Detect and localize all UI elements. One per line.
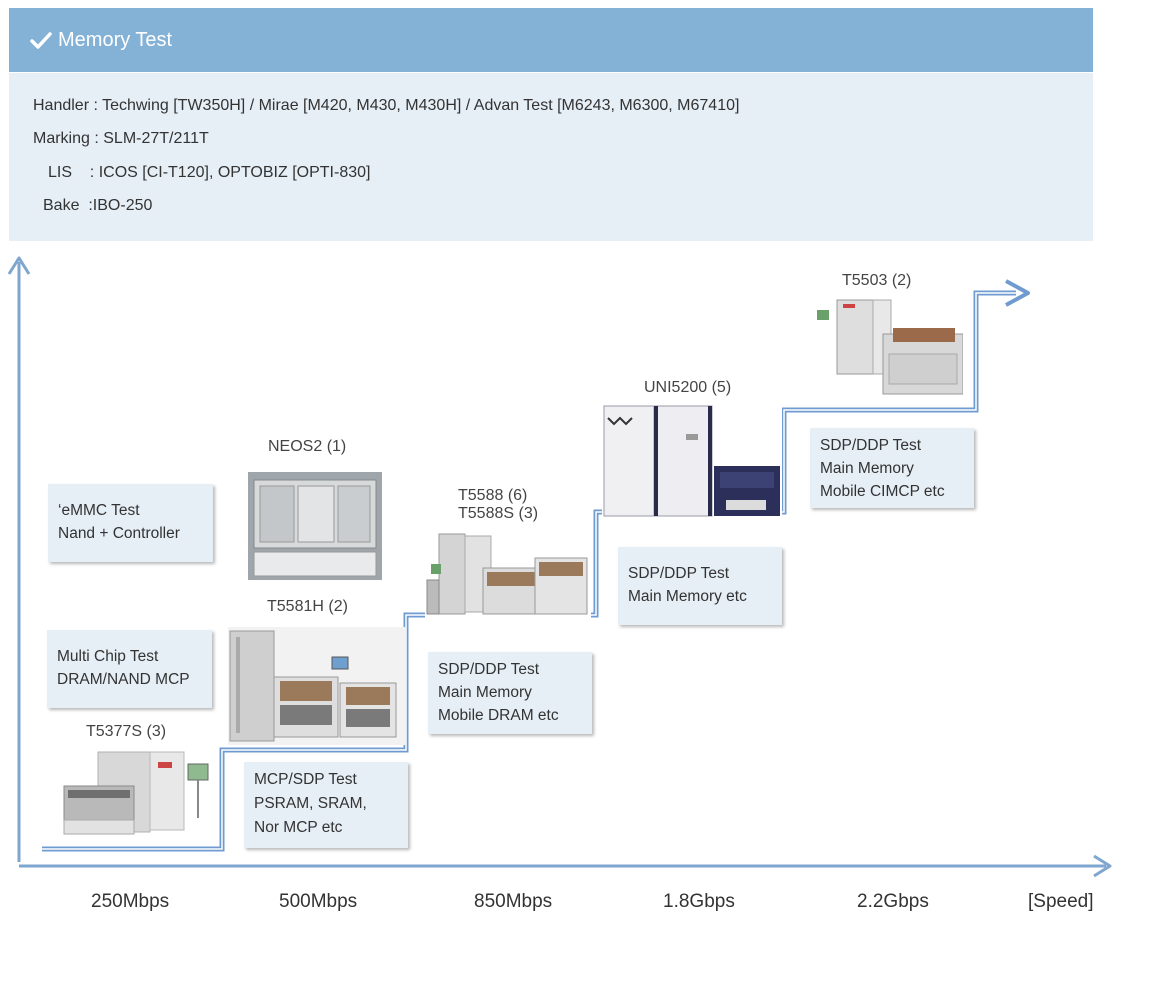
note-sdp-mobile-line: Mobile DRAM etc — [438, 707, 559, 724]
note-sdp-mobile: SDP/DDP Test Main Memory Mobile DRAM etc — [428, 652, 592, 734]
equipment-info-panel — [9, 73, 1093, 241]
t5581h-machine-image — [228, 627, 406, 745]
x-tick-label: 250Mbps — [91, 891, 170, 912]
checkmark-icon — [30, 31, 52, 51]
lis-line: LIS : ICOS [CI-T120], OPTOBIZ [OPTI-830] — [48, 164, 371, 181]
note-multichip-line: Multi Chip Test — [57, 648, 159, 665]
marking-line: Marking : SLM-27T/211T — [33, 130, 209, 147]
y-axis — [7, 256, 31, 862]
note-sdp-mobile-line: Main Memory — [438, 684, 532, 701]
note-sdp-mobile-line: SDP/DDP Test — [438, 661, 540, 678]
note-mcp-line: Nor MCP etc — [254, 819, 343, 836]
x-axis — [19, 854, 1112, 878]
note-mcp-line: PSRAM, SRAM, — [254, 795, 367, 812]
uni5200-machine-image — [602, 404, 782, 518]
note-sdp-cimcp-line: Mobile CIMCP etc — [820, 483, 945, 500]
note-mcp: MCP/SDP Test PSRAM, SRAM, Nor MCP etc — [244, 762, 408, 848]
x-tick-label: 2.2Gbps — [857, 891, 929, 912]
page-title: Memory Test — [30, 29, 172, 52]
tester-label-t5588s: T5588S (3) — [458, 505, 539, 522]
x-tick-label: 500Mbps — [279, 891, 358, 912]
note-sdp-cimcp-line: Main Memory — [820, 460, 914, 477]
x-tick-label: 1.8Gbps — [663, 891, 735, 912]
speed-step-line — [42, 279, 1030, 852]
tester-label-uni5200: UNI5200 (5) — [644, 379, 732, 396]
x-tick-label: 850Mbps — [474, 891, 553, 912]
header-bar — [9, 8, 1093, 72]
bake-line: Bake :IBO-250 — [43, 197, 153, 214]
t5588-machine-image — [425, 530, 591, 620]
note-sdp-main-line: SDP/DDP Test — [628, 565, 730, 582]
tester-label-t5377s: T5377S (3) — [86, 723, 167, 740]
note-emmc-line: Nand + Controller — [58, 525, 180, 542]
t5503-machine-image — [813, 294, 963, 400]
tester-label-t5503: T5503 (2) — [842, 272, 912, 289]
neos2-machine-image — [248, 472, 382, 580]
note-sdp-main: SDP/DDP Test Main Memory etc — [618, 547, 782, 625]
tester-label-t5581h: T5581H (2) — [267, 598, 348, 615]
tester-label-neos2: NEOS2 (1) — [268, 438, 347, 455]
handler-line: Handler : Techwing [TW350H] / Mirae [M42… — [33, 97, 740, 114]
note-multichip: Multi Chip Test DRAM/NAND MCP — [47, 630, 212, 708]
note-emmc: ‘eMMC Test Nand + Controller — [48, 484, 213, 562]
t5377s-machine-image — [62, 748, 218, 836]
x-axis-unit-label: [Speed] — [1028, 891, 1094, 912]
note-sdp-main-line: Main Memory etc — [628, 588, 747, 605]
note-sdp-cimcp-line: SDP/DDP Test — [820, 437, 922, 454]
note-mcp-line: MCP/SDP Test — [254, 771, 357, 788]
tester-label-t5588: T5588 (6) — [458, 487, 528, 504]
note-multichip-line: DRAM/NAND MCP — [57, 671, 190, 688]
note-sdp-cimcp: SDP/DDP Test Main Memory Mobile CIMCP et… — [810, 428, 974, 508]
header-title-text: Memory Test — [58, 29, 173, 51]
note-emmc-line: ‘eMMC Test — [58, 502, 140, 519]
